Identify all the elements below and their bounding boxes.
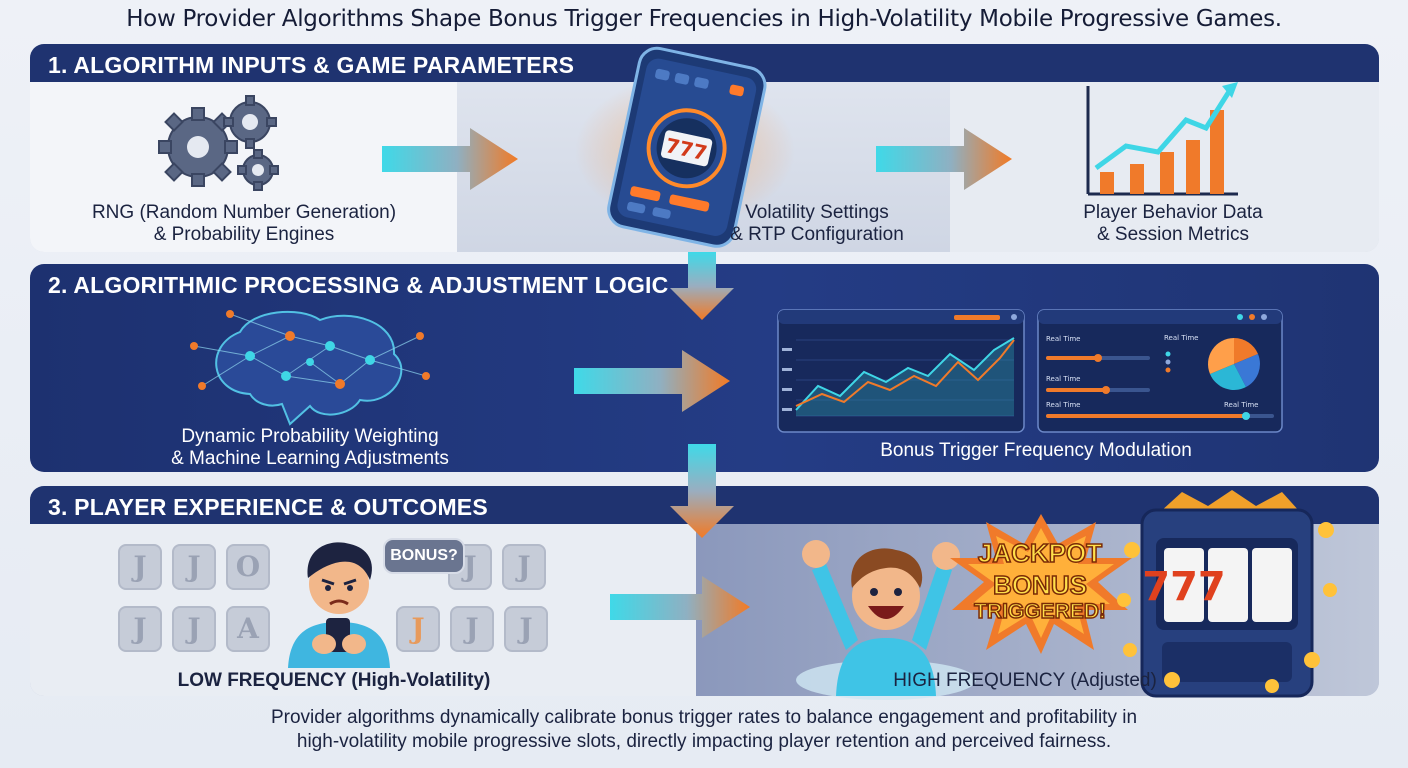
rng-caption: RNG (Random Number Generation) & Probabi… bbox=[91, 202, 397, 245]
reel-tile: J bbox=[172, 544, 216, 590]
bonus-text: BONUS bbox=[992, 569, 1087, 601]
dashboard-label: Real Time bbox=[1224, 401, 1258, 409]
reel-tile: J bbox=[450, 606, 494, 652]
jackpot-burst-icon bbox=[950, 514, 1132, 654]
flow-arrow bbox=[876, 128, 1012, 190]
slot-machine-icon: 777 bbox=[1117, 490, 1337, 698]
player-data-caption: Player Behavior Data & Session Metrics bbox=[1083, 202, 1263, 245]
celebrating-player-icon bbox=[796, 540, 976, 700]
low-frequency-caption: LOW FREQUENCY (High-Volatility) bbox=[177, 670, 491, 691]
flow-arrow bbox=[610, 576, 750, 638]
flow-arrow-down bbox=[670, 252, 734, 320]
jackpot-text: JACKPOT bbox=[977, 537, 1103, 569]
reel-tile: J bbox=[118, 606, 162, 652]
dashboard-icon: Real Time Real Time Real Time Real Time … bbox=[777, 309, 1283, 433]
reel-tile: J bbox=[396, 606, 440, 652]
flow-arrow bbox=[382, 128, 518, 190]
reel-tile: J bbox=[504, 606, 548, 652]
reel-tile: J bbox=[172, 606, 216, 652]
reel-tile: A bbox=[226, 606, 270, 652]
reel-tile: J bbox=[118, 544, 162, 590]
flow-arrow bbox=[574, 350, 730, 412]
gears-icon bbox=[158, 95, 279, 191]
dashboard-label: Real Time bbox=[1164, 334, 1198, 342]
flow-arrow-down bbox=[670, 444, 734, 538]
modulation-caption: Bonus Trigger Frequency Modulation bbox=[880, 440, 1192, 461]
section-heading: 2. ALGORITHMIC PROCESSING & ADJUSTMENT L… bbox=[48, 272, 669, 298]
dashboard-label: Real Time bbox=[1046, 335, 1080, 343]
dashboard-label: Real Time bbox=[1046, 401, 1080, 409]
neural-brain-icon bbox=[190, 310, 430, 426]
triggered-text: TRIGGERED! bbox=[973, 599, 1106, 624]
frustrated-player-icon bbox=[288, 542, 390, 668]
volatility-caption: Volatility Settings & RTP Configuration bbox=[730, 202, 904, 245]
ml-caption: Dynamic Probability Weighting & Machine … bbox=[171, 426, 449, 469]
reel-tile: O bbox=[226, 544, 270, 590]
bonus-bubble: BONUS? bbox=[383, 538, 465, 574]
page-title: How Provider Algorithms Shape Bonus Trig… bbox=[126, 6, 1282, 32]
dashboard-label: Real Time bbox=[1046, 375, 1080, 383]
smartphone-slot-icon: 777 bbox=[575, 46, 795, 248]
reel-tile: J bbox=[502, 544, 546, 590]
footer-summary: Provider algorithms dynamically calibrat… bbox=[270, 707, 1138, 752]
high-frequency-caption: HIGH FREQUENCY (Adjusted) bbox=[893, 670, 1157, 691]
growth-chart-icon bbox=[1086, 82, 1238, 196]
reel-digit: 777 bbox=[1142, 564, 1226, 610]
